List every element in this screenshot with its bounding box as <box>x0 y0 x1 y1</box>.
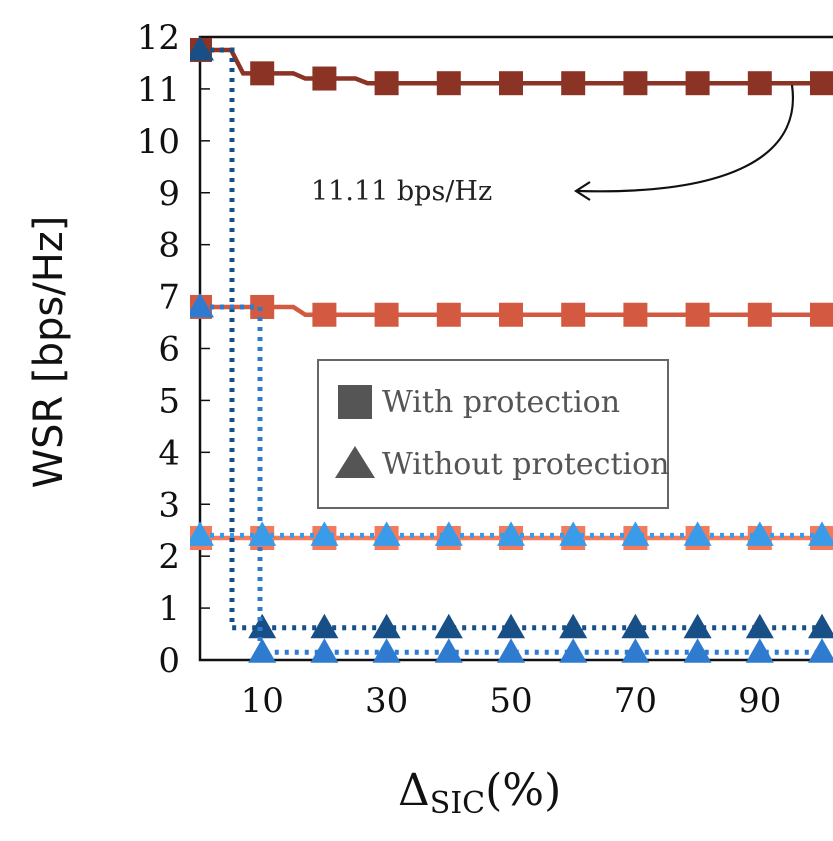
annotation-arrowhead <box>573 181 591 201</box>
data-point-triangle <box>683 613 712 639</box>
data-point-square <box>312 66 337 91</box>
y-tick-label: 0 <box>158 641 180 681</box>
legend-triangle-icon <box>335 446 375 478</box>
data-point-triangle <box>248 613 277 639</box>
annotation-text: 11.11 bps/Hz <box>311 176 492 207</box>
data-point-square <box>312 302 337 327</box>
y-tick-label: 6 <box>158 330 180 370</box>
data-point-triangle <box>190 521 214 546</box>
data-point-triangle <box>248 521 277 546</box>
y-tick-label: 7 <box>158 278 180 318</box>
data-point-triangle <box>497 638 525 663</box>
data-point-triangle <box>621 521 650 546</box>
data-point-triangle <box>559 613 588 639</box>
legend-box <box>317 359 669 509</box>
y-tick-label: 2 <box>158 537 180 577</box>
data-point-triangle <box>808 613 833 639</box>
y-tick-label: 10 <box>137 122 180 162</box>
x-axis-label-subscript: SIC <box>430 786 485 821</box>
data-point-triangle <box>434 613 463 639</box>
data-point-square <box>747 71 772 96</box>
data-point-triangle <box>248 638 277 663</box>
data-point-triangle <box>190 292 214 318</box>
series-2 <box>190 294 833 327</box>
data-point-triangle <box>497 613 525 639</box>
data-point-square <box>561 71 586 96</box>
y-tick-label: 5 <box>158 381 180 421</box>
y-tick-label: 9 <box>158 174 180 214</box>
data-point-square <box>499 71 523 96</box>
x-tick-label: 90 <box>738 681 781 721</box>
data-point-triangle <box>808 638 833 663</box>
data-point-square <box>623 302 648 327</box>
series-6 <box>190 521 833 546</box>
data-point-triangle <box>310 638 339 663</box>
x-tick-label: 10 <box>241 681 284 721</box>
data-point-triangle <box>497 521 525 546</box>
plot-frame <box>198 35 833 662</box>
data-point-square <box>561 302 586 327</box>
x-tick-label: 50 <box>489 681 532 721</box>
data-point-triangle <box>745 638 774 663</box>
data-point-triangle <box>683 638 712 663</box>
series-5 <box>190 292 833 663</box>
legend-square-icon <box>338 385 372 419</box>
data-point-triangle <box>310 521 339 546</box>
data-point-square <box>810 302 833 327</box>
annotation-arrow <box>577 85 795 193</box>
data-point-triangle <box>190 35 214 61</box>
data-point-square <box>374 302 399 327</box>
data-point-square <box>685 71 710 96</box>
data-point-square <box>436 71 461 96</box>
y-tick-label: 11 <box>137 70 180 110</box>
data-point-triangle <box>745 613 774 639</box>
data-point-triangle <box>310 613 339 639</box>
data-point-square <box>685 302 710 327</box>
y-axis-label: WSR [bps/Hz] <box>26 216 72 489</box>
data-point-square <box>436 302 461 327</box>
data-point-triangle <box>683 521 712 546</box>
data-point-triangle <box>808 521 833 546</box>
data-point-triangle <box>559 638 588 663</box>
x-axis-label: ΔSIC(%) <box>398 765 561 821</box>
x-tick-label: 70 <box>614 681 657 721</box>
y-tick-label: 8 <box>158 226 180 266</box>
data-point-triangle <box>434 638 463 663</box>
series-1 <box>190 37 833 96</box>
data-point-square <box>623 71 648 96</box>
data-point-triangle <box>434 521 463 546</box>
legend-label: With protection <box>382 385 620 420</box>
data-point-triangle <box>372 613 401 639</box>
data-point-triangle <box>621 638 650 663</box>
data-point-square <box>499 302 523 327</box>
y-tick-label: 12 <box>137 18 180 58</box>
data-point-triangle <box>372 521 401 546</box>
data-point-triangle <box>559 521 588 546</box>
data-point-triangle <box>621 613 650 639</box>
annotation: 11.11 bps/Hz <box>311 85 795 207</box>
data-point-square <box>810 71 833 96</box>
x-axis-label-suffix: (%) <box>485 765 561 816</box>
data-point-triangle <box>372 638 401 663</box>
y-tick-label: 4 <box>158 433 180 473</box>
series-group <box>190 35 833 663</box>
series-4 <box>190 35 833 639</box>
y-tick-label: 1 <box>158 589 180 629</box>
x-axis-label-main: Δ <box>398 765 430 816</box>
axis-labels: WSR [bps/Hz] ΔSIC(%) <box>26 216 561 821</box>
data-point-square <box>250 61 275 86</box>
x-tick-label: 30 <box>365 681 408 721</box>
data-point-square <box>374 71 399 96</box>
data-point-triangle <box>745 521 774 546</box>
legend-label: Without protection <box>382 447 670 482</box>
data-point-square <box>747 302 772 327</box>
y-tick-label: 3 <box>158 485 180 525</box>
